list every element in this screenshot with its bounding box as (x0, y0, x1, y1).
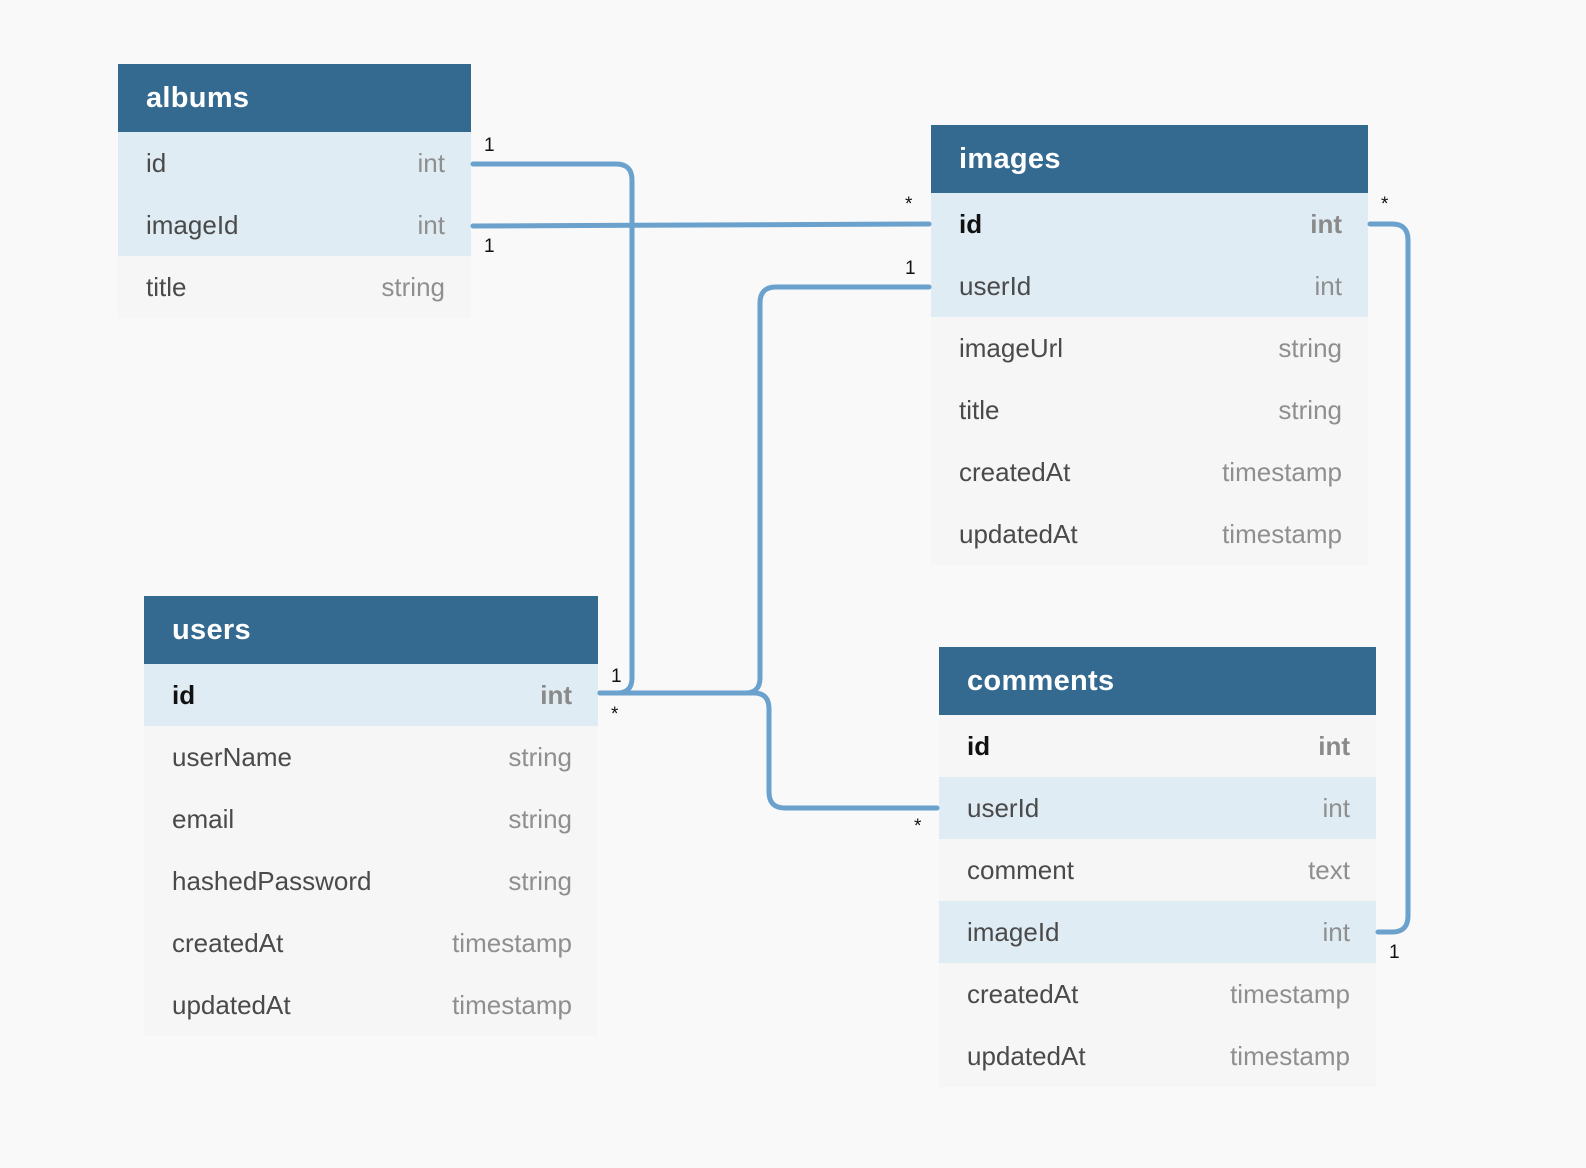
table-row[interactable]: updatedAt timestamp (931, 503, 1368, 565)
cardinality-label: * (1381, 194, 1389, 215)
table-row[interactable]: updatedAt timestamp (939, 1025, 1376, 1087)
field-name: createdAt (172, 927, 284, 958)
field-type: int (1322, 792, 1350, 823)
table-title: users (144, 596, 598, 664)
field-name: userId (967, 792, 1040, 823)
table-row[interactable]: userName string (144, 726, 598, 788)
table-row[interactable]: email string (144, 788, 598, 850)
field-type: string (508, 741, 572, 772)
table-row[interactable]: imageId int (118, 194, 471, 256)
table-title: albums (118, 64, 471, 132)
connector-albums-imageid-images-id (470, 221, 932, 229)
field-name: id (959, 208, 983, 239)
field-type: int (417, 147, 445, 178)
field-type: int (417, 209, 445, 240)
table-comments[interactable]: comments id int userId int comment text … (939, 647, 1376, 1087)
cardinality-label: 1 (484, 135, 495, 156)
field-type: text (1308, 854, 1350, 885)
cardinality-label: * (914, 816, 922, 837)
table-row[interactable]: createdAt timestamp (144, 912, 598, 974)
field-type: string (508, 865, 572, 896)
table-title: images (931, 125, 1368, 193)
table-row[interactable]: createdAt timestamp (939, 963, 1376, 1025)
table-images[interactable]: images id int userId int imageUrl string… (931, 125, 1368, 565)
field-name: updatedAt (172, 989, 291, 1020)
field-type: int (540, 679, 572, 710)
field-name: createdAt (959, 456, 1071, 487)
table-row[interactable]: title string (931, 379, 1368, 441)
field-type: int (1310, 208, 1342, 239)
field-type: string (508, 803, 572, 834)
cardinality-label: 1 (611, 666, 622, 687)
table-row[interactable]: updatedAt timestamp (144, 974, 598, 1036)
field-name: hashedPassword (172, 865, 372, 896)
field-name: updatedAt (959, 518, 1078, 549)
table-users[interactable]: users id int userName string email strin… (144, 596, 598, 1036)
cardinality-label: 1 (1389, 942, 1400, 963)
table-row[interactable]: imageId int (939, 901, 1376, 963)
table-row[interactable]: userId int (931, 255, 1368, 317)
table-row[interactable]: comment text (939, 839, 1376, 901)
connector-users-id-comments-userid (597, 690, 940, 811)
field-type: string (381, 271, 445, 302)
field-type: int (1314, 270, 1342, 301)
field-type: string (1278, 332, 1342, 363)
table-row[interactable]: hashedPassword string (144, 850, 598, 912)
cardinality-label: * (611, 704, 619, 725)
table-row[interactable]: id int (144, 664, 598, 726)
field-name: comment (967, 854, 1074, 885)
field-type: timestamp (1230, 1040, 1350, 1071)
table-row[interactable]: id int (939, 715, 1376, 777)
field-name: imageUrl (959, 332, 1064, 363)
table-row[interactable]: imageUrl string (931, 317, 1368, 379)
field-type: string (1278, 394, 1342, 425)
cardinality-label: 1 (484, 236, 495, 257)
field-name: id (172, 679, 196, 710)
field-name: createdAt (967, 978, 1079, 1009)
field-type: timestamp (1222, 518, 1342, 549)
field-type: timestamp (452, 927, 572, 958)
field-type: int (1322, 916, 1350, 947)
field-name: title (959, 394, 1000, 425)
field-type: timestamp (1222, 456, 1342, 487)
cardinality-label: 1 (905, 258, 916, 279)
field-name: title (146, 271, 187, 302)
field-name: id (146, 147, 167, 178)
field-name: id (967, 730, 991, 761)
field-name: imageId (967, 916, 1060, 947)
field-type: timestamp (1230, 978, 1350, 1009)
field-type: int (1318, 730, 1350, 761)
table-row[interactable]: id int (931, 193, 1368, 255)
table-row[interactable]: title string (118, 256, 471, 318)
table-row[interactable]: createdAt timestamp (931, 441, 1368, 503)
table-albums[interactable]: albums id int imageId int title string (118, 64, 471, 318)
field-name: userName (172, 741, 292, 772)
table-row[interactable]: userId int (939, 777, 1376, 839)
field-name: userId (959, 270, 1032, 301)
field-name: imageId (146, 209, 239, 240)
field-name: updatedAt (967, 1040, 1086, 1071)
cardinality-label: * (905, 194, 913, 215)
table-row[interactable]: id int (118, 132, 471, 194)
connector-images-userid-users-id (597, 284, 932, 696)
field-name: email (172, 803, 235, 834)
table-title: comments (939, 647, 1376, 715)
field-type: timestamp (452, 989, 572, 1020)
